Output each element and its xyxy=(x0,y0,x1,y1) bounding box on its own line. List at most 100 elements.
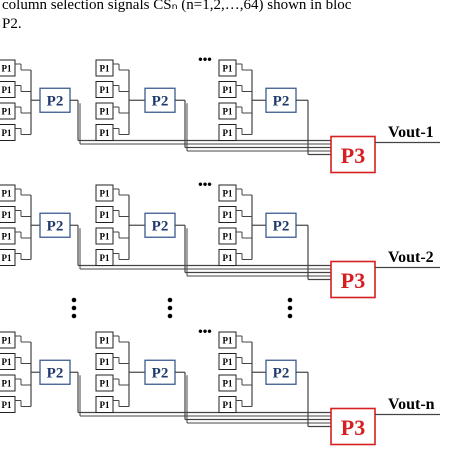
p1-label: P1 xyxy=(2,64,12,74)
p1-block xyxy=(218,227,237,245)
p1-block xyxy=(95,81,114,98)
vertical-ellipsis-dot xyxy=(167,305,173,311)
p1-block xyxy=(0,102,16,120)
p1-label: P1 xyxy=(2,400,12,410)
vertical-ellipsis-dot xyxy=(287,305,293,311)
p1-label: P1 xyxy=(2,253,12,263)
p2-label: P2 xyxy=(152,365,169,381)
p2-block xyxy=(144,359,176,385)
p1-block xyxy=(0,396,16,413)
p1-block xyxy=(218,184,237,202)
p1-block xyxy=(218,206,237,223)
p1-label: P1 xyxy=(223,379,233,389)
p1-label: P1 xyxy=(223,232,233,242)
p1-label: P1 xyxy=(2,107,12,117)
ellipsis-dots: ••• xyxy=(198,177,212,192)
vertical-ellipsis-dot xyxy=(167,313,173,319)
p1-block xyxy=(0,124,16,141)
vertical-ellipsis-dot xyxy=(167,297,173,303)
p1-label: P1 xyxy=(100,210,110,220)
p1-block xyxy=(218,102,237,120)
p3-block xyxy=(330,135,376,174)
p1-label: P1 xyxy=(2,128,12,138)
p1-label: P1 xyxy=(223,128,233,138)
p1-block xyxy=(218,81,237,98)
p1-label: P1 xyxy=(223,64,233,74)
p1-block xyxy=(95,353,114,370)
p1-block xyxy=(0,227,16,245)
p1-label: P1 xyxy=(223,189,233,199)
p2-label: P2 xyxy=(47,365,64,381)
p1-label: P1 xyxy=(223,253,233,263)
p2-label: P2 xyxy=(47,93,64,109)
p1-label: P1 xyxy=(2,336,12,346)
ellipsis-dots: ••• xyxy=(198,52,212,67)
p1-label: P1 xyxy=(2,379,12,389)
p1-block xyxy=(95,227,114,245)
p1-label: P1 xyxy=(100,232,110,242)
p1-block xyxy=(95,102,114,120)
p1-block xyxy=(95,59,114,77)
p2-label: P2 xyxy=(152,218,169,234)
output-label: Vout-n xyxy=(388,396,435,413)
output-label: Vout-1 xyxy=(388,124,434,141)
p1-block xyxy=(218,396,237,413)
p2-label: P2 xyxy=(273,218,290,234)
p1-block xyxy=(0,81,16,98)
p1-label: P1 xyxy=(2,210,12,220)
p1-label: P1 xyxy=(100,107,110,117)
p1-block xyxy=(0,184,16,202)
p2-block xyxy=(144,212,176,238)
p1-block xyxy=(0,206,16,223)
p2-block xyxy=(265,87,297,113)
vertical-ellipsis-dot xyxy=(71,305,77,311)
p3-label: P3 xyxy=(341,268,365,293)
p1-label: P1 xyxy=(2,85,12,95)
vertical-ellipsis-dot xyxy=(71,297,77,303)
p1-label: P1 xyxy=(100,357,110,367)
p3-block xyxy=(330,407,376,446)
p2-block xyxy=(39,359,71,385)
p1-block xyxy=(218,59,237,77)
output-label: Vout-2 xyxy=(388,249,434,266)
p3-label: P3 xyxy=(341,143,365,168)
p2-block xyxy=(39,212,71,238)
p1-block xyxy=(95,249,114,266)
p1-label: P1 xyxy=(2,189,12,199)
p3-label: P3 xyxy=(341,415,365,440)
p1-block xyxy=(0,249,16,266)
p1-label: P1 xyxy=(100,128,110,138)
caption-line-2: P2. xyxy=(2,16,22,32)
p1-block xyxy=(218,124,237,141)
p1-label: P1 xyxy=(223,400,233,410)
p2-label: P2 xyxy=(273,365,290,381)
p1-label: P1 xyxy=(100,189,110,199)
p2-label: P2 xyxy=(273,93,290,109)
p1-label: P1 xyxy=(100,400,110,410)
p1-block xyxy=(218,249,237,266)
vertical-ellipsis-dot xyxy=(287,313,293,319)
p1-block xyxy=(95,124,114,141)
p1-block xyxy=(95,331,114,349)
p1-label: P1 xyxy=(223,210,233,220)
p1-block xyxy=(0,374,16,392)
p1-label: P1 xyxy=(2,232,12,242)
p1-block xyxy=(95,396,114,413)
p1-block xyxy=(218,353,237,370)
vertical-ellipsis-dot xyxy=(71,313,77,319)
p1-block xyxy=(218,374,237,392)
p2-block xyxy=(144,87,176,113)
p1-label: P1 xyxy=(100,379,110,389)
p1-block xyxy=(0,59,16,77)
p1-block xyxy=(95,374,114,392)
p1-label: P1 xyxy=(223,357,233,367)
p3-block xyxy=(330,260,376,299)
p1-label: P1 xyxy=(100,253,110,263)
p1-label: P1 xyxy=(100,85,110,95)
p1-block xyxy=(0,353,16,370)
p1-label: P1 xyxy=(100,336,110,346)
p1-block xyxy=(95,206,114,223)
p2-label: P2 xyxy=(152,93,169,109)
